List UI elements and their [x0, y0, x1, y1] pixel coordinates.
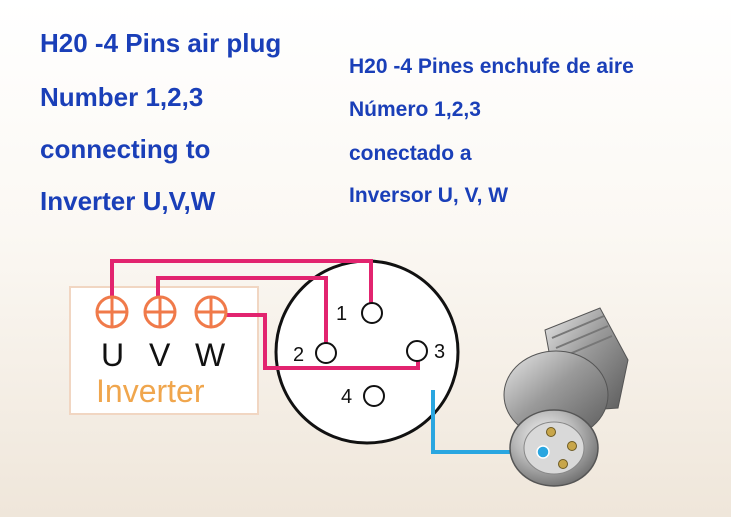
spanish-line-3: conectado a [349, 142, 472, 165]
pin-3-label: 3 [434, 341, 445, 363]
pin-3-hole [406, 340, 428, 362]
inverter-label: Inverter [96, 373, 205, 409]
english-line-3: connecting to [40, 134, 211, 164]
pin-4-hole [363, 385, 385, 407]
spanish-title: H20 -4 Pines enchufe de aire [349, 55, 634, 78]
connector-plug-image [503, 307, 629, 487]
terminal-v-icon [143, 295, 177, 329]
terminal-v-label: V [149, 337, 171, 373]
english-line-4: Inverter U,V,W [40, 186, 216, 216]
wire-u-to-pin-1 [110, 259, 373, 308]
terminal-u-label: U [101, 337, 124, 373]
spanish-line-2: Número 1,2,3 [349, 98, 481, 121]
english-line-2: Number 1,2,3 [40, 82, 204, 112]
terminal-w-icon [194, 295, 228, 329]
spanish-line-4: Inversor U, V, W [349, 184, 509, 207]
terminal-u-icon [95, 295, 129, 329]
pin-4-label: 4 [341, 386, 352, 408]
ground-wire [431, 390, 542, 454]
pin-1-hole [361, 302, 383, 324]
wire-w-to-pin-3 [226, 313, 420, 370]
pin-2-label: 2 [293, 344, 304, 366]
terminal-w-label: W [195, 337, 226, 373]
wire-v-to-pin-2 [156, 276, 328, 345]
english-title: H20 -4 Pins air plug [40, 28, 282, 58]
pin-2-hole [315, 342, 337, 364]
pin-1-label: 1 [336, 303, 347, 325]
